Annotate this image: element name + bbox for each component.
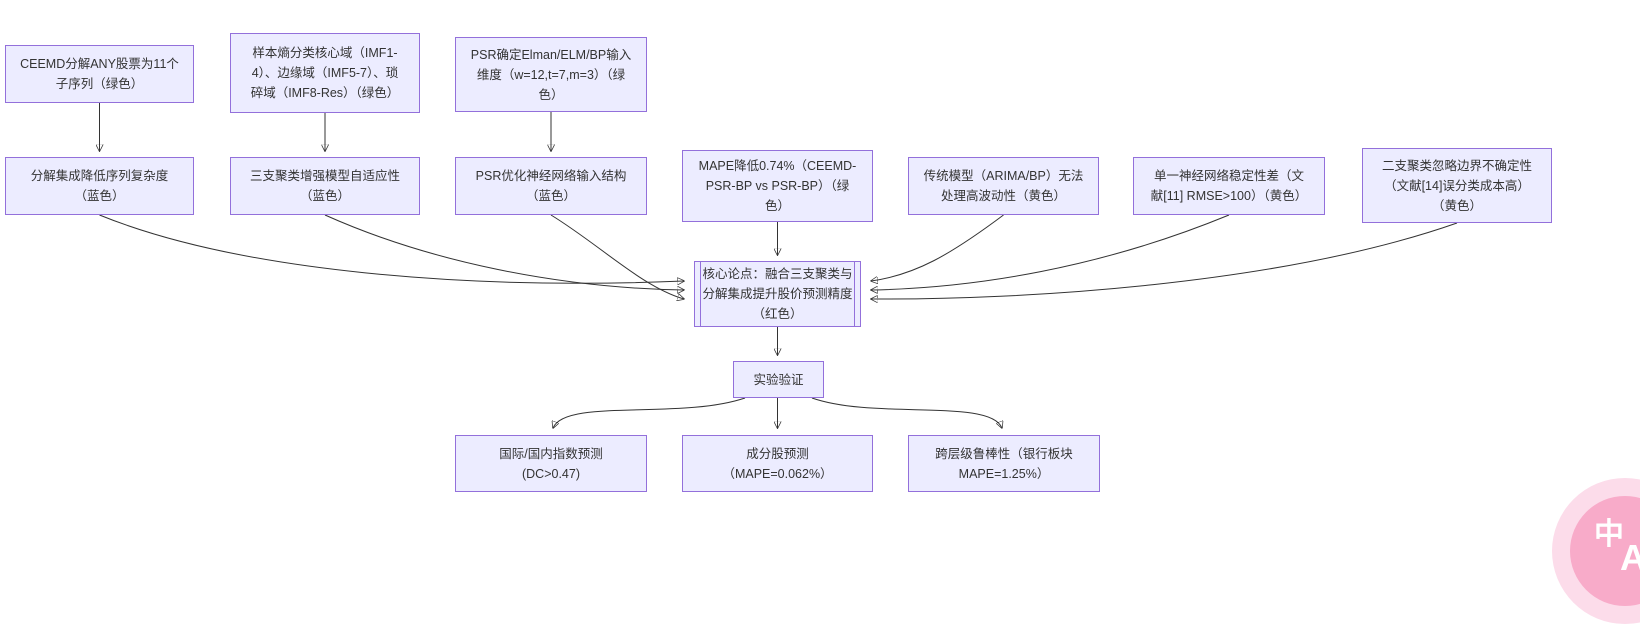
node-ceemd-decomposition: CEEMD分解ANY股票为11个 子序列（绿色） bbox=[5, 45, 194, 103]
node-decomposition-reduces-complexity: 分解集成降低序列复杂度 （蓝色） bbox=[5, 157, 194, 215]
node-label: 单一神经网络稳定性差（文 献[11] RMSE>100）（黄色） bbox=[1150, 169, 1308, 203]
node-label: 核心论点：融合三支聚类与 分解集成提升股价预测精度 （红色） bbox=[702, 267, 853, 321]
node-label: PSR确定Elman/ELM/BP输入 维度（w=12,t=7,m=3）（绿 色… bbox=[470, 47, 632, 102]
edge-traditional-to-core bbox=[871, 214, 1004, 281]
node-cross-level-robustness: 跨层级鲁棒性（银行板块 MAPE=1.25%） bbox=[908, 435, 1100, 492]
node-label: 传统模型（ARIMA/BP）无法 处理高波动性（黄色） bbox=[923, 169, 1084, 203]
translate-badge-zh-glyph: 中 bbox=[1594, 518, 1624, 551]
node-label: 实验验证 bbox=[753, 372, 804, 387]
node-label: PSR优化神经网络输入结构 （蓝色） bbox=[475, 169, 627, 203]
node-label: 三支聚类增强模型自适应性 （蓝色） bbox=[249, 169, 400, 203]
node-psr-input-dimension: PSR确定Elman/ELM/BP输入 维度（w=12,t=7,m=3）（绿 色… bbox=[455, 37, 647, 112]
edge-singlenn-to-core bbox=[871, 214, 1230, 290]
node-two-way-clustering-limitation: 二支聚类忽略边界不确定性 （文献[14]误分类成本高） （黄色） bbox=[1362, 148, 1552, 223]
node-label: 成分股预测 （MAPE=0.062%） bbox=[722, 446, 833, 481]
node-label: 国际/国内指数预测 (DC>0.47) bbox=[499, 446, 603, 481]
node-label: MAPE降低0.74%（CEEMD- PSR-BP vs PSR-BP）（绿 色… bbox=[698, 159, 857, 213]
edge-experiment-to-robustness bbox=[811, 397, 1002, 428]
node-three-way-clustering-adaptivity: 三支聚类增强模型自适应性 （蓝色） bbox=[230, 157, 420, 215]
translate-badge-en-glyph: A bbox=[1620, 537, 1640, 578]
node-psr-optimizes-input: PSR优化神经网络输入结构 （蓝色） bbox=[455, 157, 647, 215]
node-label: 二支聚类忽略边界不确定性 （文献[14]误分类成本高） （黄色） bbox=[1381, 158, 1532, 213]
node-label: 样本熵分类核心域（IMF1- 4）、边缘域（IMF5-7）、琐 碎域（IMF8-… bbox=[250, 46, 400, 100]
node-label: 分解集成降低序列复杂度 （蓝色） bbox=[30, 169, 169, 203]
edge-experiment-to-index bbox=[553, 397, 746, 428]
node-single-nn-instability: 单一神经网络稳定性差（文 献[11] RMSE>100）（黄色） bbox=[1133, 157, 1325, 215]
node-experiment-validation: 实验验证 bbox=[733, 361, 824, 398]
flowchart-canvas: { "nodes": { "ceemd": {"lines": ["CEEMD分… bbox=[5, 33, 1640, 624]
edge-psropt-to-core bbox=[550, 214, 684, 299]
edge-threeway-to-core bbox=[324, 214, 684, 290]
node-constituent-forecast: 成分股预测 （MAPE=0.062%） bbox=[682, 435, 873, 492]
node-label: CEEMD分解ANY股票为11个 子序列（绿色） bbox=[20, 57, 179, 91]
node-index-forecast: 国际/国内指数预测 (DC>0.47) bbox=[455, 435, 647, 492]
node-mape-reduction: MAPE降低0.74%（CEEMD- PSR-BP vs PSR-BP）（绿 色… bbox=[682, 150, 873, 222]
node-traditional-model-limitation: 传统模型（ARIMA/BP）无法 处理高波动性（黄色） bbox=[908, 157, 1099, 215]
node-core-thesis: 核心论点：融合三支聚类与 分解集成提升股价预测精度 （红色） bbox=[694, 261, 861, 327]
edge-decomp-to-core bbox=[99, 214, 685, 283]
node-sample-entropy-domains: 样本熵分类核心域（IMF1- 4）、边缘域（IMF5-7）、琐 碎域（IMF8-… bbox=[230, 33, 420, 113]
edge-twoway-to-core bbox=[871, 222, 1458, 299]
node-label: 跨层级鲁棒性（银行板块 MAPE=1.25%） bbox=[935, 446, 1073, 481]
